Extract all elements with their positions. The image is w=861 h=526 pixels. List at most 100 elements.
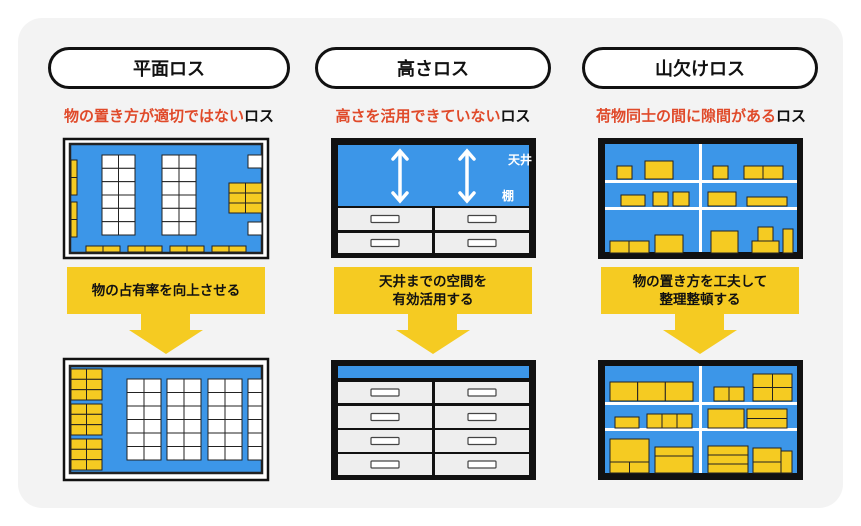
subtitle-suffix: ロス [500,107,531,125]
cargo-box [707,445,749,456]
subtitle-gap-loss: 荷物同士の間に隙間があるロス [565,105,837,127]
shelf-rack [101,154,119,169]
shelf-rack [161,194,180,209]
title-height-loss: 高さロス [315,47,551,89]
arrow-head-icon [458,148,476,161]
pallet [70,389,87,401]
shelf-rack [118,221,136,236]
subtitle-height-loss: 高さを活用できていないロス [300,105,566,127]
cargo-box [751,240,780,254]
shelf-rack [178,207,197,223]
shelf-rack [126,378,145,393]
shelf-rack [178,194,197,209]
drawer-handle-icon [370,388,400,397]
shelf-rack [224,378,243,393]
arrow-head-icon [458,191,476,204]
banner-line: 有効活用する [392,291,474,308]
arrow-head-icon [391,148,409,161]
banner-line: 天井までの空間を [379,273,487,290]
shelf-rack [143,432,162,447]
cargo-box [712,165,729,180]
cargo-box [757,226,774,242]
pallet [86,438,103,450]
drawer-handle-icon [467,214,497,224]
pallet [228,202,246,214]
cargo-box [772,373,793,388]
shelf-rack [224,405,243,420]
shelf-rack [161,221,180,236]
banner-line: 物の占有率を向上させる [91,282,241,299]
cargo-box [746,418,788,429]
shelf-rack [166,378,185,393]
pallet [169,245,188,253]
drawer-handle-icon [467,436,497,446]
cargo-box [637,381,666,402]
subtitle-main: 荷物同士の間に隙間がある [595,107,776,125]
down-arrow [663,314,737,354]
cargo-box [614,416,640,429]
shelf-rack [126,446,145,461]
cargo-box [609,240,630,254]
cargo-box [707,191,737,207]
down-arrow [129,314,203,354]
shelf-rack [224,419,243,434]
shelf-rack [166,446,185,461]
cargo-box [609,461,630,474]
drawer-handle-icon [370,460,400,469]
subtitle-main: 物の置き方が適切ではない [63,107,244,125]
pallet [228,192,246,204]
pallet [228,182,246,194]
pallet [144,245,163,253]
shelf-rack [247,221,263,236]
shelf-rack [126,432,145,447]
shelf-rack [178,154,197,169]
cargo-box [654,234,684,254]
shelf-rack [207,405,226,420]
banner-gap-loss: 物の置き方を工夫して整理整頓する [601,267,799,314]
pallet [86,459,103,471]
cargo-box [707,463,749,474]
banner-line: 物の置き方を工夫して [632,273,768,290]
shelf-rack [143,419,162,434]
cargo-box [752,373,773,388]
shelf-rack [247,446,263,461]
cargo-box [728,386,745,402]
pallet [86,403,103,415]
shelf-rack [247,419,263,434]
shelf-rack [118,167,136,183]
shelf-rack [183,405,202,420]
cargo-box [782,228,794,254]
pallet [186,245,205,253]
subtitle-main: 高さを活用できていない [335,107,501,125]
shelf-rack [207,378,226,393]
pallet [70,403,87,415]
shelf-rack [118,181,136,196]
title-gap-loss: 山欠けロス [582,47,818,89]
shelf-rack [183,419,202,434]
label-ceiling: 天井 [508,152,532,167]
pallet [86,368,103,380]
pallet [70,159,78,178]
drawer-handle-icon [467,388,497,397]
drawer-handle-icon [370,238,400,248]
cargo-box [628,240,650,254]
shelf-rack [118,154,136,169]
pallet [86,413,103,426]
shelf-rack [143,405,162,420]
label-shelf: 棚 [502,188,514,203]
cargo-box [620,194,646,207]
banner-height-loss: 天井までの空間を有効活用する [334,267,532,314]
drawer-handle-icon [370,214,400,224]
pallet [245,182,263,194]
pallet [70,378,87,391]
cargo-box [654,455,694,474]
cargo-box [713,386,730,402]
shelf-rack [247,154,263,169]
shelf-rack [118,207,136,223]
shelf-rack [178,167,197,183]
shelf-rack [126,419,145,434]
pallet [70,413,87,426]
shelf-rack [247,405,263,420]
cargo-box [629,461,650,474]
